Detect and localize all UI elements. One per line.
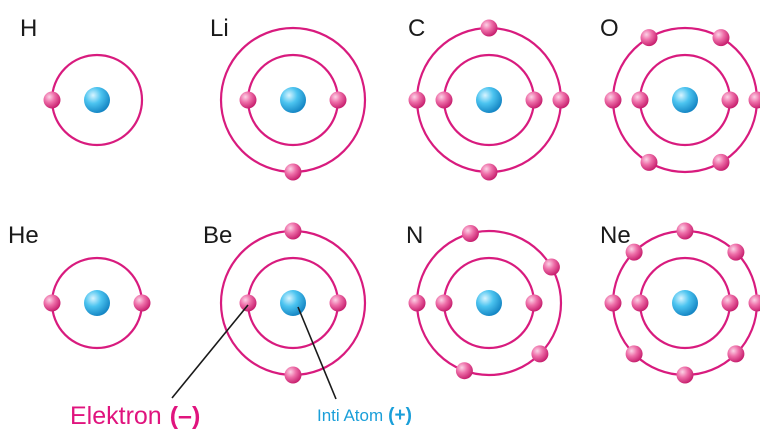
electron: [531, 345, 549, 363]
atom-be: Be: [203, 222, 367, 384]
nucleus: [84, 290, 110, 316]
electron: [542, 258, 560, 276]
atom-symbol-h: H: [20, 15, 37, 42]
electron: [631, 294, 649, 312]
atom-h: H: [20, 15, 144, 147]
electron: [525, 294, 543, 312]
electron: [284, 366, 302, 384]
electron: [721, 91, 739, 109]
electron: [712, 29, 730, 47]
electron: [552, 91, 570, 109]
electron: [284, 163, 302, 181]
atom-c: C: [408, 15, 570, 181]
atom-symbol-c: C: [408, 15, 425, 42]
atom-symbol-n: N: [406, 222, 423, 249]
electron-legend: Elektron (–): [70, 402, 200, 430]
electron: [43, 91, 61, 109]
electron: [721, 294, 739, 312]
electron: [727, 243, 745, 261]
atom-symbol-he: He: [8, 222, 39, 249]
atom-symbol-li: Li: [210, 15, 229, 42]
electron-legend-label: Elektron: [70, 402, 162, 430]
electron: [604, 91, 622, 109]
nucleus: [476, 290, 502, 316]
electron: [43, 294, 61, 312]
electron: [676, 366, 694, 384]
atom-symbol-ne: Ne: [600, 222, 631, 249]
atom-o: O: [600, 15, 760, 174]
electron: [748, 91, 760, 109]
electron: [625, 243, 643, 261]
electron: [455, 362, 473, 380]
electron: [480, 163, 498, 181]
nucleus: [280, 87, 306, 113]
nucleus: [84, 87, 110, 113]
electron: [329, 294, 347, 312]
nucleus-pointer-line: [297, 306, 337, 400]
electron: [525, 91, 543, 109]
electron: [640, 153, 658, 171]
electron: [604, 294, 622, 312]
electron: [239, 294, 257, 312]
electron-pointer-line: [171, 304, 249, 399]
electron: [329, 91, 347, 109]
nucleus: [672, 290, 698, 316]
electron-legend-sign: (–): [170, 402, 201, 430]
electron: [461, 225, 479, 242]
electron: [727, 345, 745, 363]
nucleus: [672, 87, 698, 113]
electron: [625, 345, 643, 363]
atom-he: He: [8, 222, 151, 350]
electron: [640, 29, 658, 47]
atom-symbol-o: O: [600, 15, 619, 42]
nucleus-legend-sign: (+): [388, 405, 412, 426]
nucleus: [280, 290, 306, 316]
atom-ne: Ne: [600, 222, 760, 384]
nucleus-legend: Inti Atom (+): [317, 405, 412, 426]
electron: [676, 222, 694, 240]
nucleus: [476, 87, 502, 113]
nucleus-legend-label: Inti Atom: [317, 406, 383, 425]
electron: [480, 19, 498, 37]
electron: [408, 294, 426, 312]
electron: [712, 153, 730, 171]
atom-n: N: [406, 222, 563, 380]
electron: [631, 91, 649, 109]
electron: [284, 222, 302, 240]
electron: [435, 294, 453, 312]
electron: [435, 91, 453, 109]
atom-symbol-be: Be: [203, 222, 232, 249]
electron: [239, 91, 257, 109]
electron: [133, 294, 151, 312]
electron: [408, 91, 426, 109]
electron: [748, 294, 760, 312]
atom-li: Li: [210, 15, 367, 181]
